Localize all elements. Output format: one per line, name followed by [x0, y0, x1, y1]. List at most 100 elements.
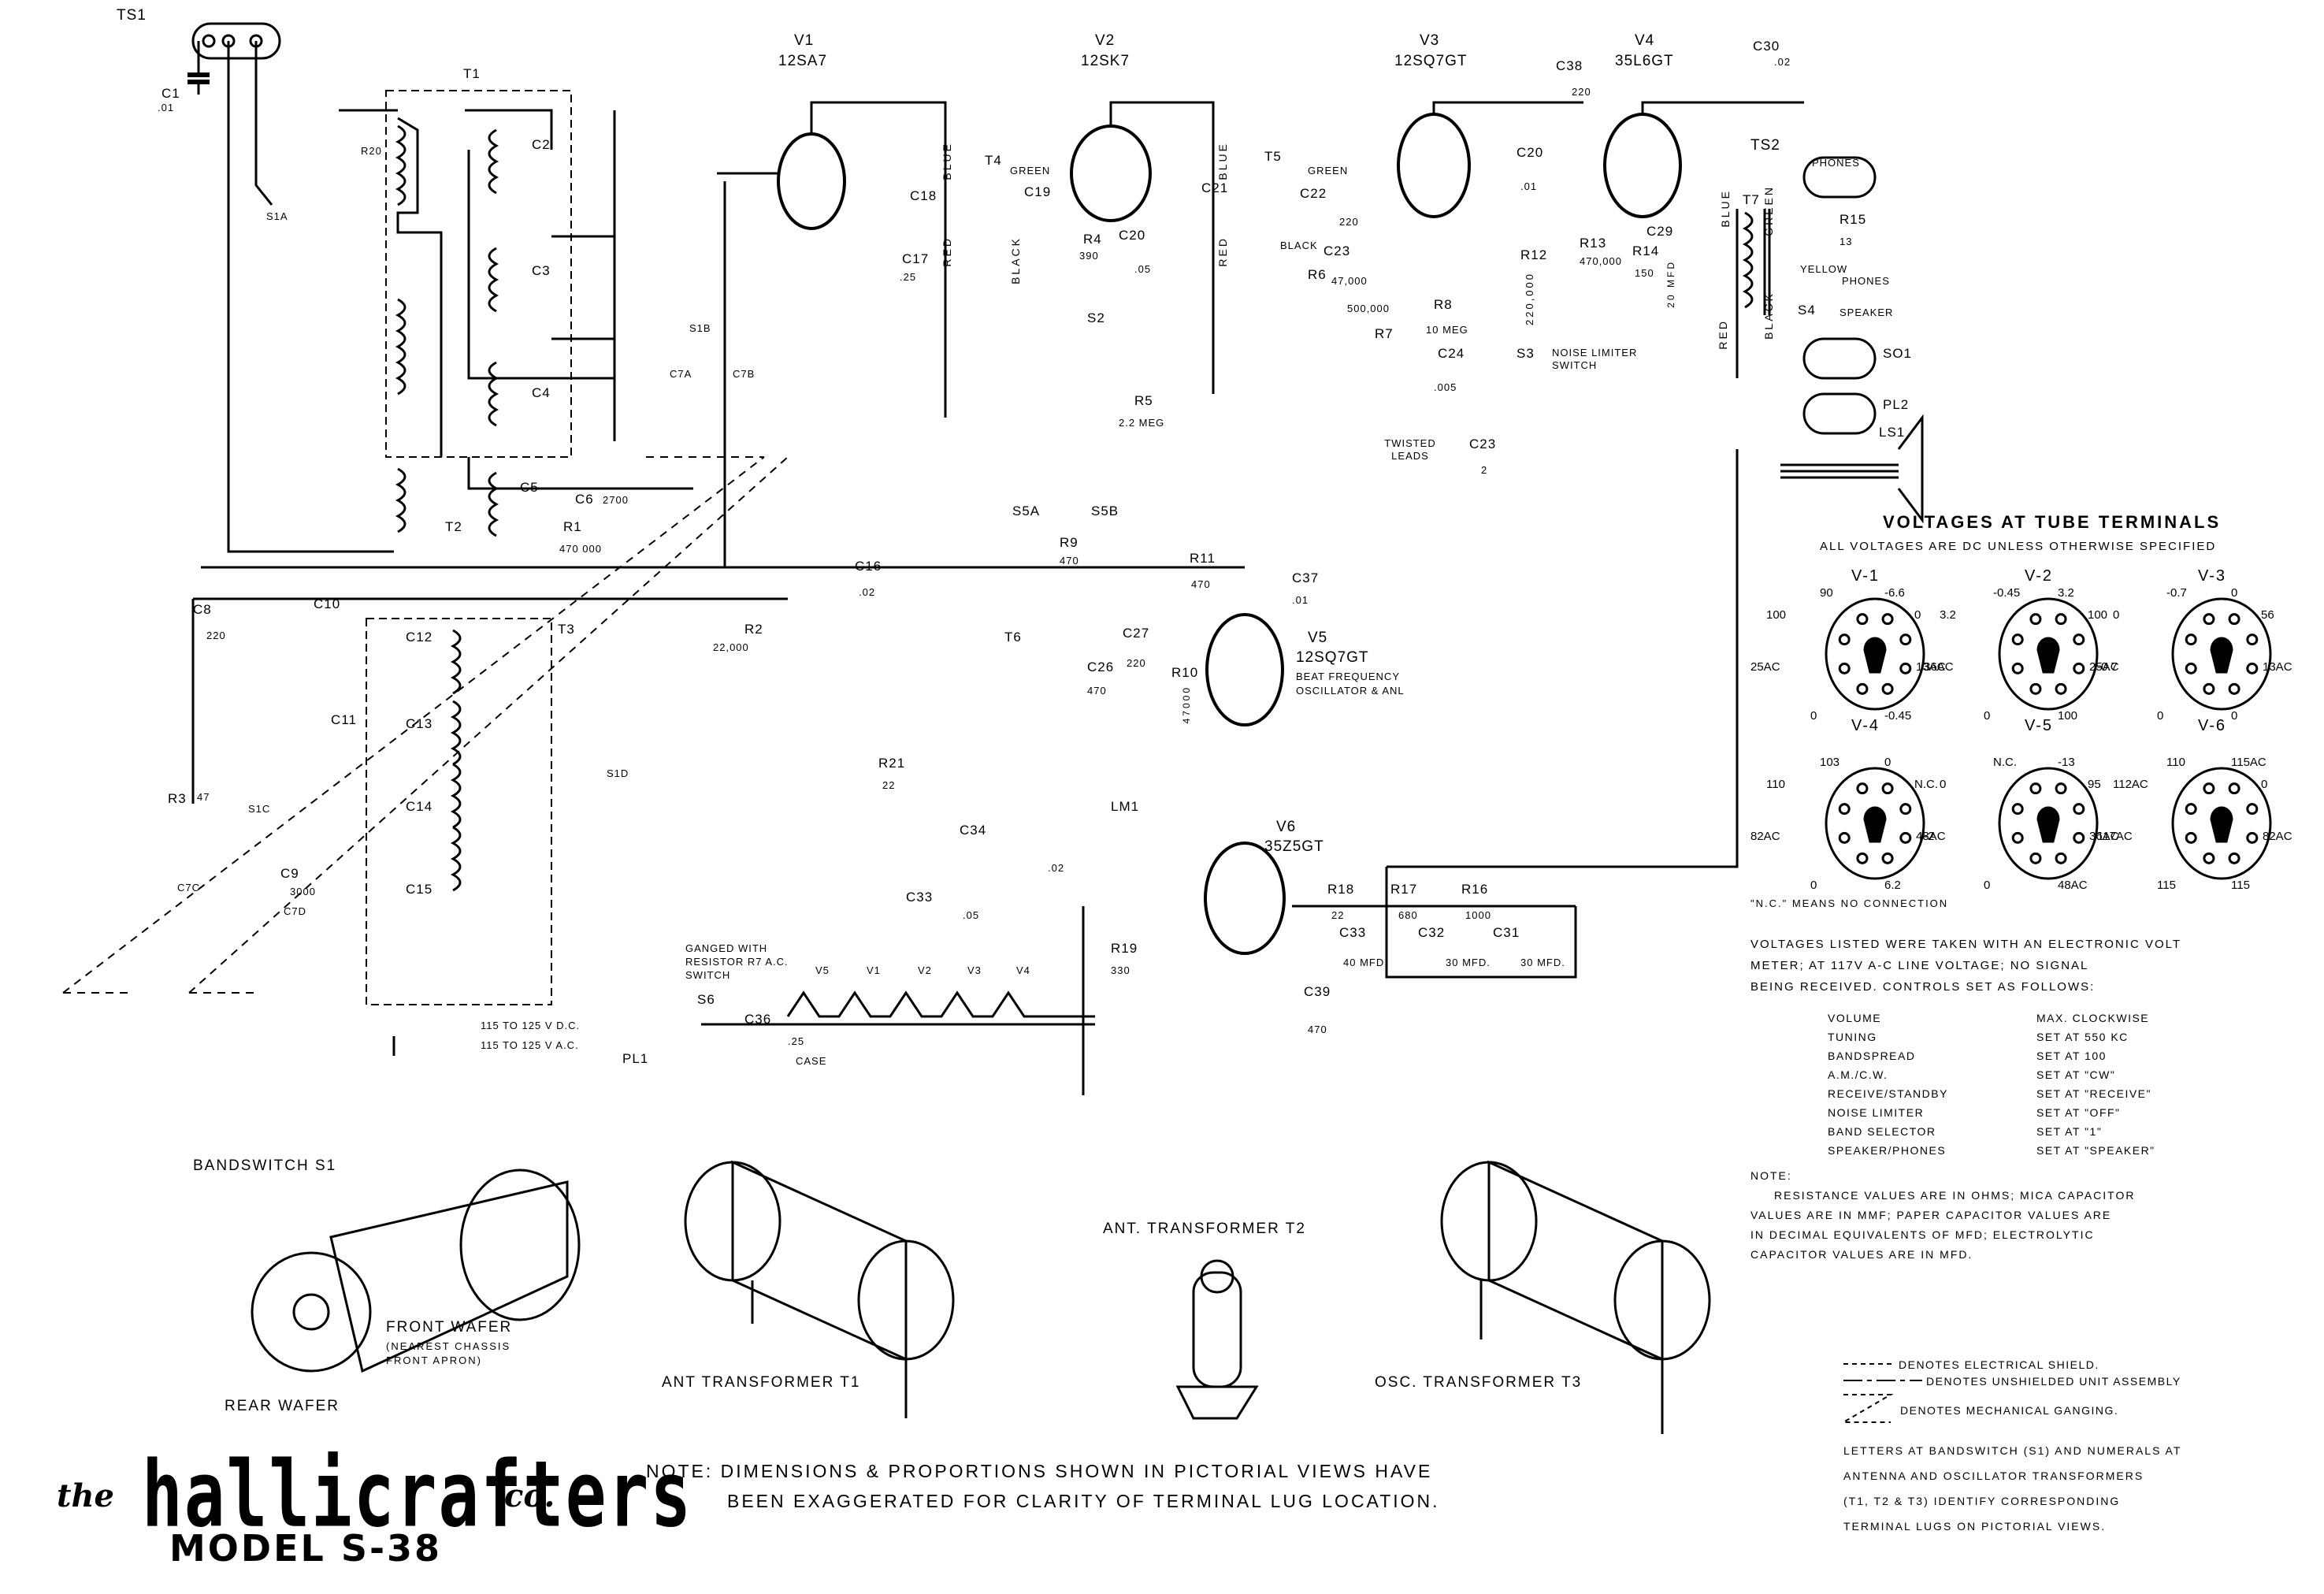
c14-label: C14 — [406, 799, 433, 814]
c6-label: C6 — [575, 492, 594, 507]
pin-7-voltage: 48AC — [1916, 830, 1946, 843]
wire-black-t4: BLACK — [1009, 236, 1022, 284]
control-setting: MAX. CLOCKWISE — [2036, 1012, 2150, 1024]
pin-7-voltage: 36AC — [2089, 830, 2119, 843]
socket-pin-hole — [2185, 662, 2197, 674]
bandswitch-title: BANDSWITCH S1 — [193, 1157, 337, 1174]
control-name: NOISE LIMITER — [1828, 1106, 1925, 1119]
c26-value: 470 — [1087, 685, 1107, 697]
pin-8-voltage: 100 — [2058, 709, 2078, 723]
c32-value: 30 MFD. — [1446, 957, 1491, 968]
c23b-label: C23 — [1469, 437, 1497, 451]
case-label: CASE — [796, 1055, 827, 1067]
brand-the: the — [57, 1477, 115, 1514]
v5-ref: V5 — [1308, 630, 1328, 646]
c24-value: .005 — [1434, 381, 1457, 393]
socket-pin-hole — [2073, 634, 2085, 646]
c38-value: 220 — [1572, 86, 1591, 98]
socket-pin-hole — [2203, 852, 2215, 864]
pin-5-voltage: -13 — [2058, 756, 2075, 769]
wire-green-t7: GREEN — [1762, 185, 1775, 236]
socket-pin-hole — [2203, 782, 2215, 795]
c23b-value: 2 — [1481, 464, 1488, 476]
r16-label: R16 — [1461, 882, 1489, 897]
r13-label: R13 — [1580, 236, 1607, 251]
c31-value: 30 MFD. — [1520, 957, 1565, 968]
measurement-note-line-1: VOLTAGES LISTED WERE TAKEN WITH AN ELECT… — [1750, 938, 2182, 951]
control-setting: SET AT "RECEIVE" — [2036, 1087, 2151, 1100]
socket-pin-hole — [2029, 852, 2042, 864]
t1-shield — [385, 90, 572, 458]
pin-1-voltage: 0 — [1810, 879, 1817, 892]
c2-label: C2 — [532, 137, 551, 152]
socket-pin-hole — [1856, 782, 1869, 795]
socket-pin-hole — [1856, 682, 1869, 695]
legend-lugs-line-3: (T1, T2 & T3) IDENTIFY CORRESPONDING — [1843, 1495, 2121, 1507]
pin-8-voltage: 6.2 — [1884, 879, 1901, 892]
nc-note: "N.C." MEANS NO CONNECTION — [1750, 897, 1949, 909]
t3-shield — [366, 618, 552, 1005]
osc-t3-label: OSC. TRANSFORMER T3 — [1375, 1374, 1583, 1391]
pl1-label: PL1 — [622, 1051, 649, 1066]
socket-pin-hole — [2029, 682, 2042, 695]
v6-tube-envelope — [1204, 842, 1286, 955]
pin-7-voltage: 13AC — [1916, 660, 1946, 674]
v4-type: 35L6GT — [1615, 53, 1674, 69]
wire-blue-t5: BLUE — [1216, 142, 1229, 180]
ts2-phones-jack — [1802, 156, 1877, 199]
measurement-note: VOLTAGES LISTED WERE TAKEN WITH AN ELECT… — [1750, 934, 2181, 998]
wire-green-t4: GREEN — [1010, 165, 1051, 176]
tube-socket-outline — [1825, 767, 1925, 880]
pin-8-voltage: 0 — [2231, 709, 2238, 723]
c4-label: C4 — [532, 385, 551, 400]
c29-label: C29 — [1646, 224, 1674, 239]
pin-1-voltage: 0 — [1810, 709, 1817, 723]
socket-pin-hole — [2185, 831, 2197, 844]
socket-pin-hole — [1881, 613, 1894, 626]
c7a-label: C7A — [670, 368, 692, 380]
c27-value: 220 — [1127, 657, 1146, 669]
ts2-label: TS2 — [1750, 137, 1780, 154]
ganged-with-label: GANGED WITH RESISTOR R7 A.C. SWITCH — [685, 942, 789, 981]
socket-pin-hole — [1899, 634, 1912, 646]
c32-label: C32 — [1418, 925, 1446, 940]
brand-logo: hallicrafters — [142, 1442, 693, 1548]
c16-label: C16 — [855, 559, 882, 574]
c6-value: 2700 — [603, 494, 629, 506]
s1d-label: S1D — [607, 767, 629, 779]
pin-5-voltage: 0 — [2231, 586, 2238, 600]
c33a-label: C33 — [1339, 925, 1367, 940]
pin-6-voltage: 95 — [2088, 778, 2101, 791]
pin-3-voltage: 112AC — [2113, 778, 2148, 791]
c38-label: C38 — [1556, 58, 1583, 73]
socket-pin-hole — [2073, 831, 2085, 844]
pin-3-voltage: 110 — [1766, 778, 1785, 791]
r2-label: R2 — [744, 622, 763, 637]
pin-8-voltage: 115 — [2231, 879, 2250, 892]
r3-value: 47 — [197, 791, 210, 803]
t6-label: T6 — [1004, 630, 1022, 645]
c7c-label: C7C — [177, 882, 201, 894]
c20a-value: .05 — [1134, 263, 1152, 275]
pin-1-voltage: 0 — [1984, 879, 1991, 892]
c9-value: 3000 — [290, 886, 316, 897]
legend-lugs-note: LETTERS AT BANDSWITCH (S1) AND NUMERALS … — [1843, 1438, 2181, 1539]
socket-pin-hole — [2011, 803, 2024, 816]
measurement-note-line-2: METER; AT 117V A-C LINE VOLTAGE; NO SIGN… — [1750, 959, 2089, 972]
r6-value: 47,000 — [1331, 275, 1368, 287]
r2-value: 22,000 — [713, 641, 749, 653]
s5b-label: S5B — [1091, 503, 1119, 518]
r3-label: R3 — [168, 791, 187, 806]
socket-pin-hole — [2203, 613, 2215, 626]
c23a-value: 220 — [1339, 216, 1359, 228]
socket-pin-hole — [2073, 803, 2085, 816]
c21-label: C21 — [1201, 180, 1229, 195]
pin-7-voltage: 25AC — [2089, 660, 2119, 674]
socket-key-icon — [2036, 637, 2060, 674]
r9-label: R9 — [1060, 535, 1078, 550]
v2-ref: V2 — [1095, 32, 1116, 49]
c26-label: C26 — [1087, 660, 1115, 674]
